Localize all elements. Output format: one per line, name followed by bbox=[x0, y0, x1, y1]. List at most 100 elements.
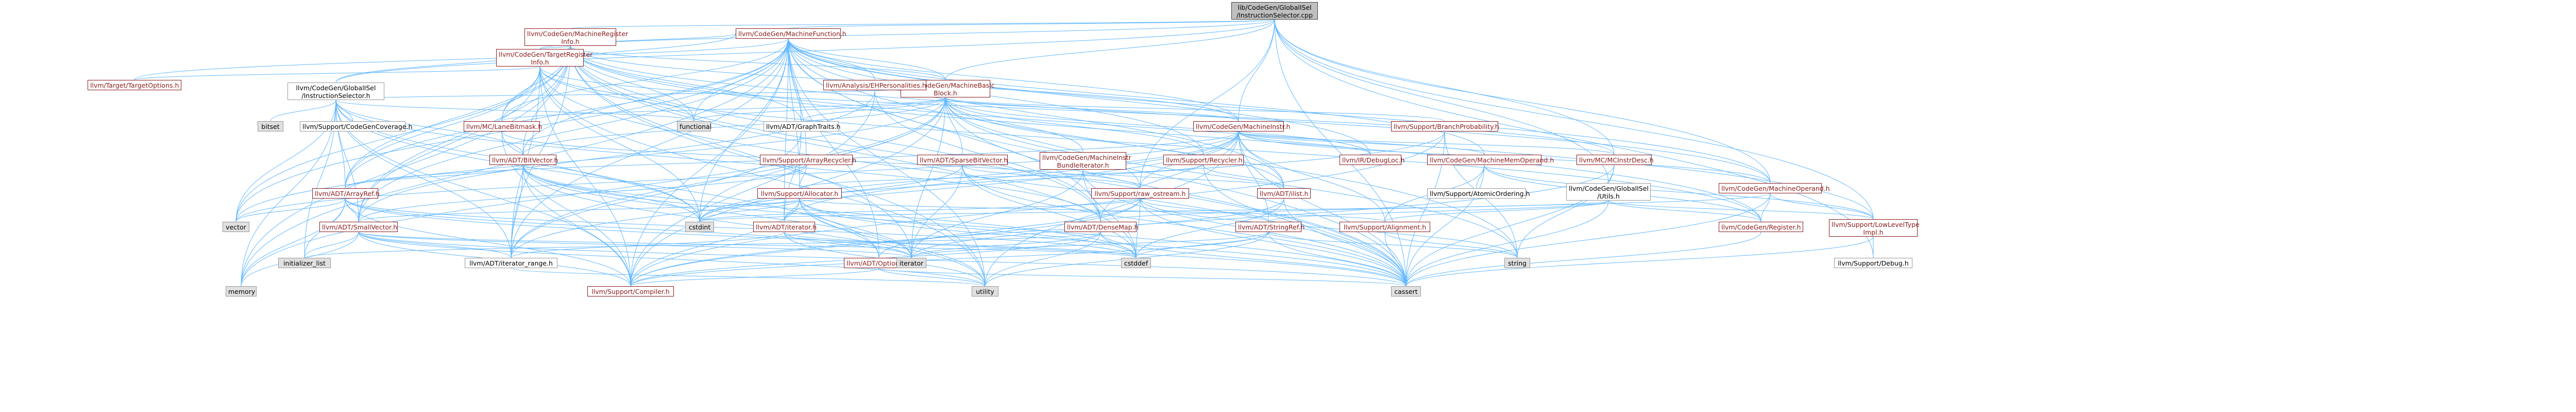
node-arrayref-h[interactable]: llvm/ADT/ArrayRef.h bbox=[312, 188, 380, 199]
node-stringref-h[interactable]: llvm/ADT/StringRef.h bbox=[1235, 222, 1304, 232]
node-lanebitmask-h[interactable]: llvm/MC/LaneBitmask.h bbox=[464, 121, 542, 131]
include-edge bbox=[911, 164, 963, 258]
include-edge bbox=[358, 90, 875, 222]
include-edge bbox=[345, 198, 912, 258]
include-edge bbox=[335, 100, 346, 189]
include-edge bbox=[1203, 164, 1284, 189]
node-register-h[interactable]: llvm/CodeGen/Register.h bbox=[1719, 222, 1803, 232]
node-ehpersonalities-h[interactable]: llvm/Analysis/EHPersonalities.h bbox=[823, 80, 926, 90]
include-edge bbox=[788, 38, 1239, 122]
include-edge bbox=[358, 232, 912, 258]
node-machineinstrbundleiterator-h[interactable]: llvm/CodeGen/MachineInstr BundleIterator… bbox=[1040, 152, 1131, 170]
include-edge bbox=[522, 164, 1137, 258]
include-edge bbox=[1140, 198, 1518, 258]
include-edge bbox=[1405, 236, 1874, 287]
node-arrayrecycler-h[interactable]: llvm/Support/ArrayRecycler.h bbox=[760, 155, 856, 165]
node-cstddef[interactable]: cstddef bbox=[1121, 258, 1151, 268]
include-edge bbox=[501, 97, 946, 122]
node-initializer-list[interactable]: initializer_list bbox=[278, 258, 331, 268]
include-edge bbox=[335, 100, 694, 122]
node-adt-iterator-h[interactable]: llvm/ADT/iterator.h bbox=[753, 222, 817, 232]
include-edge bbox=[784, 198, 800, 222]
node-branchprobability-h[interactable]: llvm/Support/BranchProbability.h bbox=[1391, 121, 1499, 131]
include-edge bbox=[358, 198, 800, 222]
node-machinememoperand-h[interactable]: llvm/CodeGen/MachineMemOperand.h bbox=[1427, 155, 1554, 165]
include-edge bbox=[241, 100, 336, 287]
include-edge bbox=[511, 268, 986, 287]
node-bitset[interactable]: bitset bbox=[258, 121, 283, 131]
include-edge bbox=[1238, 131, 1371, 155]
node-iterator-range-h[interactable]: llvm/ADT/iterator_range.h bbox=[465, 258, 557, 268]
node-instructionselector-h[interactable]: llvm/CodeGen/GlobalISel /InstructionSele… bbox=[287, 83, 384, 100]
include-edge bbox=[1405, 164, 1485, 287]
node-machinefunction-h[interactable]: llvm/CodeGen/MachineFunction.h bbox=[736, 28, 846, 39]
node-utility[interactable]: utility bbox=[972, 286, 998, 296]
node-smallvector-h[interactable]: llvm/ADT/SmallVector.h bbox=[319, 222, 398, 232]
node-sparsebitvector-h[interactable]: llvm/ADT/SparseBitVector.h bbox=[917, 155, 1008, 165]
include-edge bbox=[522, 164, 912, 258]
node-globalisel-utils-h[interactable]: llvm/CodeGen/GlobalISel /Utils.h bbox=[1566, 183, 1651, 201]
node-raw-ostream-h[interactable]: llvm/Support/raw_ostream.h bbox=[1091, 188, 1189, 199]
node-atomicordering-h[interactable]: llvm/Support/AtomicOrdering.h bbox=[1427, 188, 1530, 199]
node-compiler-h[interactable]: llvm/Support/Compiler.h bbox=[587, 286, 674, 296]
node-debugloc-h[interactable]: llvm/IR/DebugLoc.h bbox=[1340, 155, 1405, 165]
node-alignment-h[interactable]: llvm/Support/Alignment.h bbox=[1340, 222, 1430, 232]
include-edge bbox=[1405, 200, 1609, 287]
node-densemap-h[interactable]: llvm/ADT/DenseMap.h bbox=[1064, 222, 1138, 232]
node-machineregisterinfo-h[interactable]: llvm/CodeGen/MachineRegister Info.h bbox=[524, 28, 628, 46]
include-edge bbox=[270, 100, 336, 122]
include-edge bbox=[235, 198, 346, 222]
node-cstdint[interactable]: cstdint bbox=[685, 222, 714, 232]
node-targetoptions-h[interactable]: llvm/Target/TargetOptions.h bbox=[88, 80, 181, 90]
include-edge bbox=[1274, 19, 1874, 258]
node-ilist-h[interactable]: llvm/ADT/ilist.h bbox=[1257, 188, 1311, 199]
include-edge bbox=[788, 38, 1771, 184]
node-support-debug-h[interactable]: llvm/Support/Debug.h bbox=[1834, 258, 1912, 268]
include-edge bbox=[799, 198, 1406, 287]
include-edge bbox=[570, 45, 912, 258]
node-bitvector-h[interactable]: llvm/ADT/BitVector.h bbox=[489, 155, 558, 165]
node-memory[interactable]: memory bbox=[226, 286, 257, 296]
include-edge bbox=[1770, 193, 1874, 220]
node-string[interactable]: string bbox=[1504, 258, 1530, 268]
node-targetregisterinfo-h[interactable]: llvm/CodeGen/TargetRegister Info.h bbox=[496, 49, 592, 67]
include-edge bbox=[962, 164, 1406, 287]
node-codegencoverage-h[interactable]: llvm/Support/CodeGenCoverage.h bbox=[300, 121, 412, 131]
include-edge bbox=[1140, 198, 1269, 222]
include-edge bbox=[570, 19, 1275, 29]
node-functional[interactable]: functional bbox=[677, 121, 711, 131]
include-edge bbox=[788, 38, 1204, 155]
include-edge bbox=[522, 164, 700, 222]
include-edge bbox=[911, 97, 946, 258]
include-edge bbox=[784, 131, 1239, 222]
node-instructionselector-cpp[interactable]: lib/CodeGen/GlobalISel /InstructionSelec… bbox=[1231, 2, 1318, 20]
include-edge bbox=[235, 45, 571, 222]
include-edge bbox=[1274, 19, 1615, 155]
include-edge bbox=[1608, 200, 1874, 220]
node-vector[interactable]: vector bbox=[223, 222, 249, 232]
node-machineinstr-h[interactable]: llvm/CodeGen/MachineInstr.h bbox=[1193, 121, 1290, 131]
include-edge bbox=[945, 97, 1083, 153]
include-edge bbox=[522, 164, 1406, 287]
node-machineoperand-h[interactable]: llvm/CodeGen/MachineOperand.h bbox=[1719, 183, 1830, 193]
include-edge bbox=[1100, 193, 1771, 222]
node-graphtraits-h[interactable]: llvm/ADT/GraphTraits.h bbox=[764, 121, 840, 131]
include-edge bbox=[799, 198, 1385, 222]
include-edge bbox=[134, 38, 789, 80]
node-cassert[interactable]: cassert bbox=[1391, 286, 1421, 296]
include-edge bbox=[911, 232, 1269, 258]
include-edge bbox=[1100, 232, 1406, 287]
node-lowleveltypeimpl-h[interactable]: llvm/Support/LowLevelType Impl.h bbox=[1829, 219, 1920, 237]
include-edge bbox=[358, 232, 512, 258]
node-recycler-h[interactable]: llvm/Support/Recycler.h bbox=[1163, 155, 1244, 165]
include-edge bbox=[358, 232, 986, 287]
node-allocator-h[interactable]: llvm/Support/Allocator.h bbox=[757, 188, 842, 199]
include-edge bbox=[962, 164, 1137, 258]
node-mcinstrdesc-h[interactable]: llvm/MC/MCInstrDesc.h bbox=[1577, 155, 1654, 165]
node-iterator-std[interactable]: iterator bbox=[896, 258, 926, 268]
include-edge bbox=[878, 268, 986, 287]
include-edge bbox=[539, 66, 700, 222]
include-edge bbox=[788, 38, 875, 80]
include-edge bbox=[335, 100, 523, 155]
